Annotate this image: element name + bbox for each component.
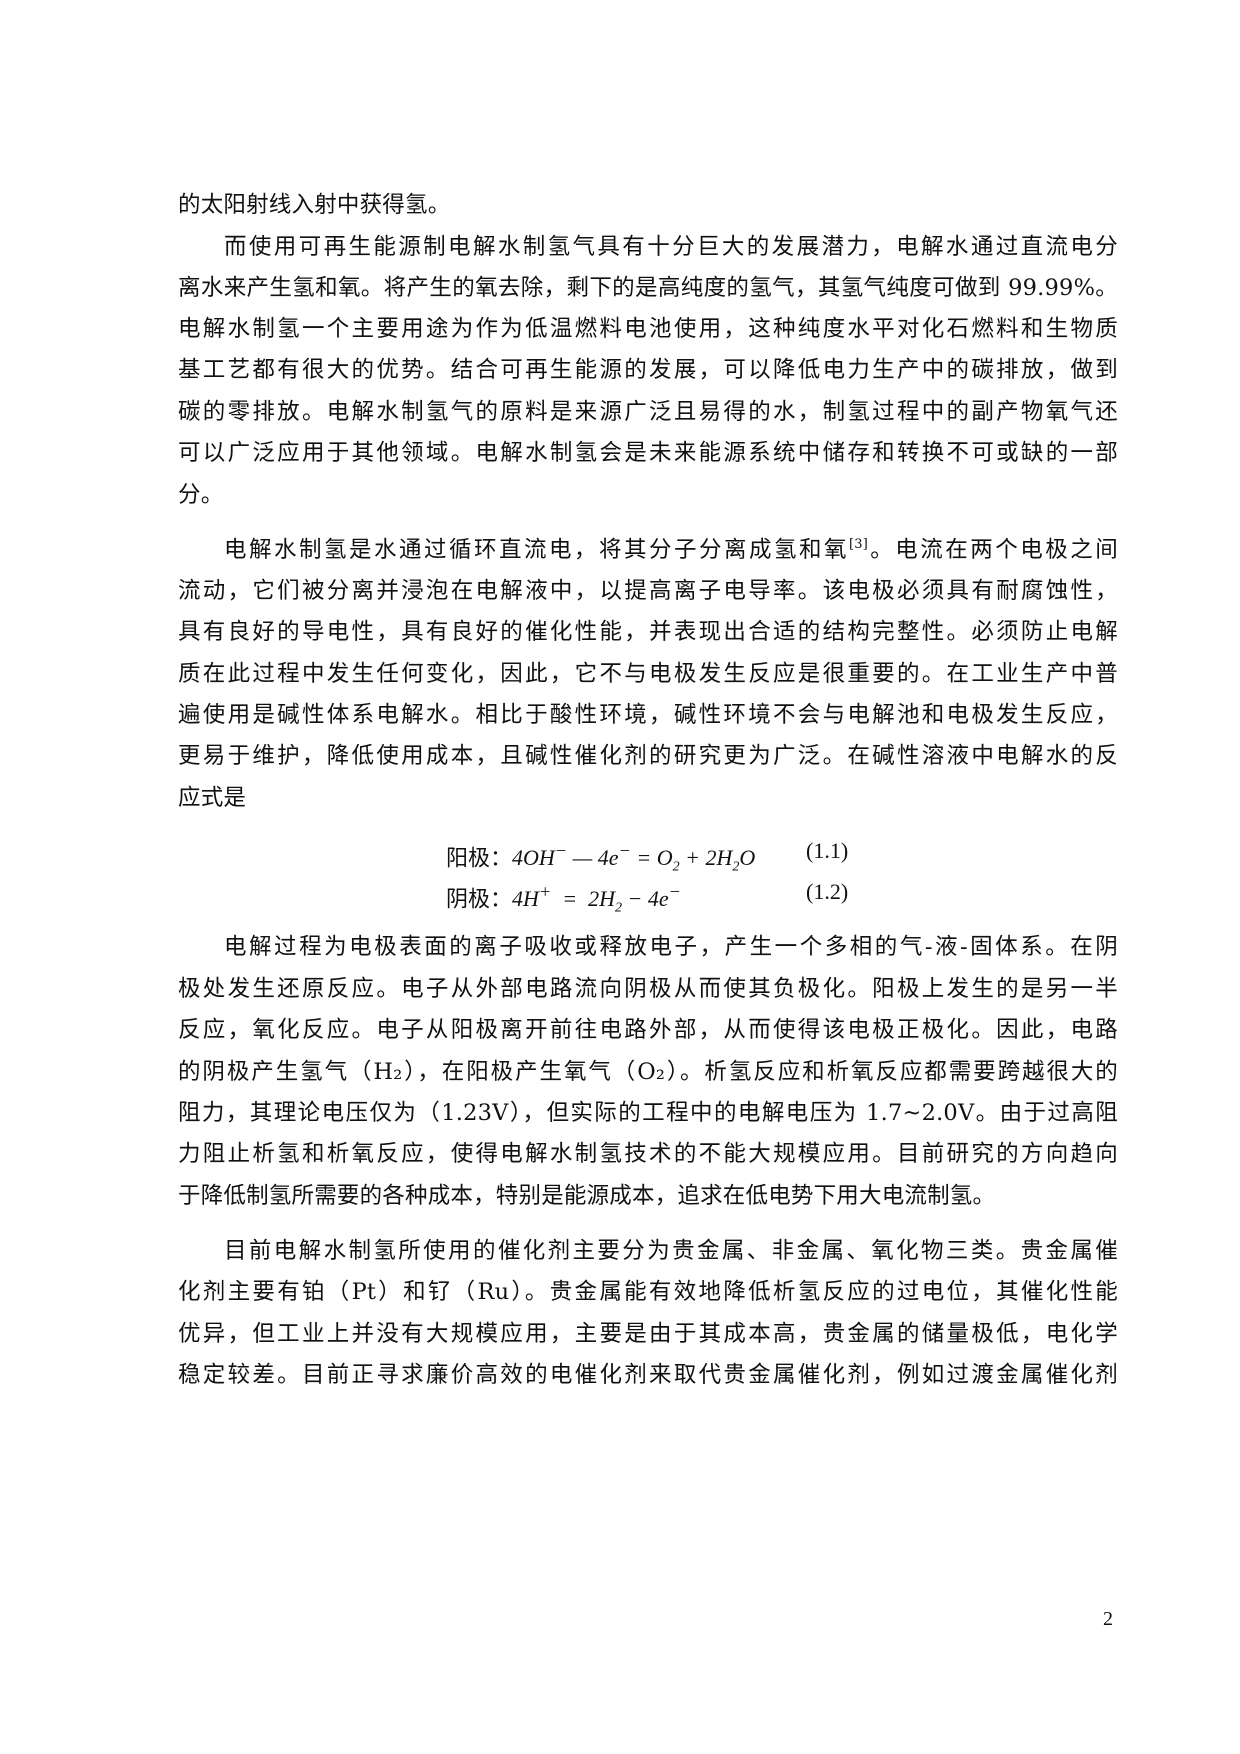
equation-number: (1.1) xyxy=(806,838,849,863)
text-line: 极处发生还原反应。电子从外部电路流向阴极从而使其负极化。阳极上发生的是另一半 xyxy=(178,976,1118,1002)
text-line: 遍使用是碱性体系电解水。相比于酸性环境，碱性环境不会与电解池和电极发生反应， xyxy=(178,702,1118,728)
text-line: 稳定较差。目前正寻求廉价高效的电催化剂来取代贵金属催化剂，例如过渡金属催化剂 xyxy=(178,1362,1118,1388)
text-line: 基工艺都有很大的优势。结合可再生能源的发展，可以降低电力生产中的碳排放，做到 xyxy=(178,357,1118,383)
text-run: 电解水制氢是水通过循环直流电，将其分子分离成氢和氧 xyxy=(224,537,849,563)
equation-label: 阳极： xyxy=(446,846,513,872)
page-number: 2 xyxy=(1103,1608,1113,1630)
text-line: 更易于维护，降低使用成本，且碱性催化剂的研究更为广泛。在碱性溶液中电解水的反 xyxy=(178,743,1118,769)
text-line: 具有良好的导电性，具有良好的催化性能，并表现出合适的结构完整性。必须防止电解 xyxy=(178,619,1118,645)
text-line: 的太阳射线入射中获得氢。 xyxy=(178,192,451,218)
text-line: 分。 xyxy=(178,482,224,508)
equation-label: 阴极： xyxy=(446,887,513,913)
paragraph-3-first-line: 电解水制氢是水通过循环直流电，将其分子分离成氢和氧[3]。电流在两个电极之间 xyxy=(224,535,1118,565)
text-line: 目前电解水制氢所使用的催化剂主要分为贵金属、非金属、氧化物三类。贵金属催 xyxy=(224,1238,1118,1264)
text-line: 力阻止析氢和析氧反应，使得电解水制氢技术的不能大规模应用。目前研究的方向趋向 xyxy=(178,1141,1118,1167)
text-line: 碳的零排放。电解水制氢气的原料是来源广泛且易得的水，制氢过程中的副产物氧气还 xyxy=(178,399,1118,425)
text-line: 应式是 xyxy=(178,785,247,811)
equation-body: 4H+ = 2H2 − 4e− xyxy=(512,882,682,916)
text-line: 反应，氧化反应。电子从阳极离开前往电路外部，从而使得该电极正极化。因此，电路 xyxy=(178,1017,1118,1043)
text-line: 阻力，其理论电压仅为（1.23V），但实际的工程中的电解电压为 1.7~2.0V… xyxy=(178,1100,1118,1126)
text-line: 可以广泛应用于其他领域。电解水制氢会是未来能源系统中储存和转换不可或缺的一部 xyxy=(178,440,1118,466)
citation-ref[interactable]: [3] xyxy=(848,537,868,552)
equation-body: 4OH− — 4e− = O2 + 2H2O xyxy=(512,841,756,875)
text-line: 化剂主要有铂（Pt）和钌（Ru）。贵金属能有效地降低析氢反应的过电位，其催化性能 xyxy=(178,1279,1118,1305)
equation-1-anode: 阳极：4OH− — 4e− = O2 + 2H2O (1.1) xyxy=(446,836,848,875)
text-line: 于降低制氢所需要的各种成本，特别是能源成本，追求在低电势下用大电流制氢。 xyxy=(178,1183,996,1209)
text-line: 的阴极产生氢气（H₂），在阳极产生氧气（O₂）。析氢反应和析氧反应都需要跨越很大… xyxy=(178,1059,1118,1085)
text-line: 电解过程为电极表面的离子吸收或释放电子，产生一个多相的气-液-固体系。在阴 xyxy=(224,934,1118,960)
equation-number: (1.2) xyxy=(806,879,849,904)
text-run: 。电流在两个电极之间 xyxy=(867,537,1118,563)
equation-2-cathode: 阴极：4H+ = 2H2 − 4e− (1.2) xyxy=(446,877,848,916)
text-line: 优异，但工业上并没有大规模应用，主要是由于其成本高，贵金属的储量极低，电化学 xyxy=(178,1321,1118,1347)
text-line: 而使用可再生能源制电解水制氢气具有十分巨大的发展潜力，电解水通过直流电分 xyxy=(224,234,1118,260)
text-line: 流动，它们被分离并浸泡在电解液中，以提高离子电导率。该电极必须具有耐腐蚀性， xyxy=(178,578,1118,604)
text-line: 离水来产生氢和氧。将产生的氧去除，剩下的是高纯度的氢气，其氢气纯度可做到 99.… xyxy=(178,275,1118,301)
text-line: 质在此过程中发生任何变化，因此，它不与电极发生反应是很重要的。在工业生产中普 xyxy=(178,661,1118,687)
text-line: 电解水制氢一个主要用途为作为低温燃料电池使用，这种纯度水平对化石燃料和生物质 xyxy=(178,316,1118,342)
